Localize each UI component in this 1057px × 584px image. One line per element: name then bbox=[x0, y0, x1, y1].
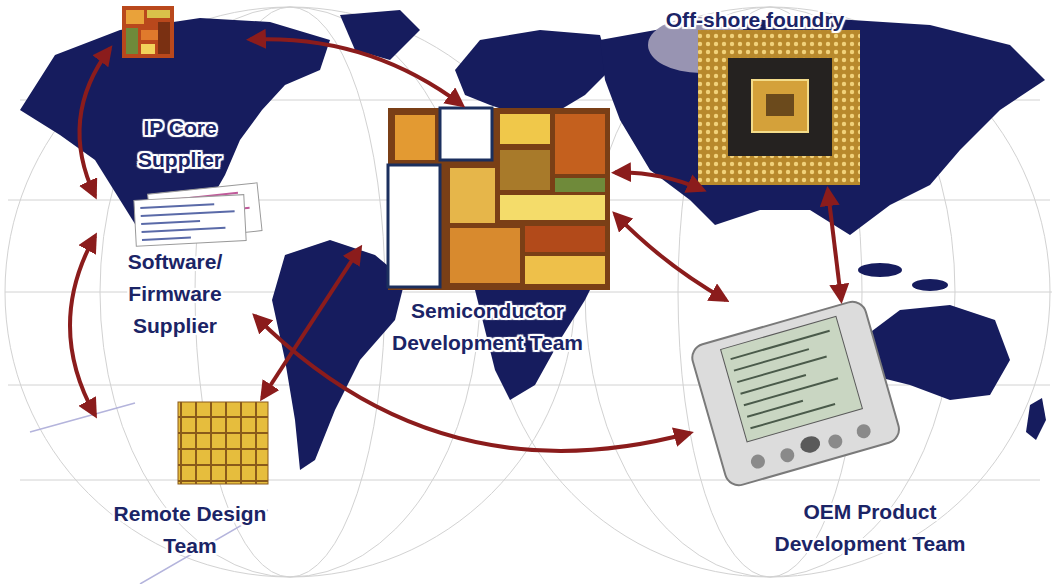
package-cavity bbox=[728, 58, 832, 156]
flow-arrow bbox=[615, 214, 726, 300]
node-label: Remote Design Team bbox=[100, 498, 280, 562]
chip-block bbox=[500, 114, 550, 144]
ip-block-outline bbox=[440, 108, 492, 160]
package-die bbox=[752, 80, 808, 132]
screen-lines bbox=[731, 331, 850, 429]
chip-block bbox=[555, 178, 605, 192]
island bbox=[858, 263, 902, 277]
chip-block bbox=[525, 226, 605, 252]
chip-block bbox=[141, 44, 155, 54]
pda-body bbox=[689, 299, 902, 489]
node-label: Off-shore foundry bbox=[630, 4, 880, 36]
illustration-part bbox=[134, 195, 246, 247]
island bbox=[912, 279, 948, 291]
chip-block bbox=[126, 10, 144, 24]
flow-arrow bbox=[615, 173, 703, 190]
pda-button bbox=[798, 434, 822, 455]
chip-block bbox=[525, 256, 605, 284]
decor-line bbox=[30, 403, 268, 584]
ip-block-outline bbox=[388, 165, 440, 287]
node-label: Semiconductor Development Team bbox=[380, 295, 595, 359]
pda-button bbox=[779, 447, 796, 464]
node-label: OEM Product Development Team bbox=[763, 496, 978, 560]
asia bbox=[600, 18, 1045, 235]
team-node: Semiconductor Development Team bbox=[360, 105, 615, 365]
pin-grid bbox=[698, 30, 860, 185]
flow-arrow bbox=[79, 49, 110, 197]
node-label: Software/ Firmware Supplier bbox=[111, 246, 239, 342]
pda-button bbox=[827, 433, 844, 450]
chip-block bbox=[450, 228, 520, 283]
flow-arrow bbox=[262, 248, 360, 398]
pda-button bbox=[749, 453, 766, 470]
code-lines bbox=[140, 203, 236, 240]
graticule bbox=[5, 7, 1052, 577]
team-node: Off-shore foundry bbox=[625, 4, 885, 190]
ip-core-chip bbox=[122, 6, 174, 58]
greenland bbox=[340, 10, 420, 60]
flow-arrow bbox=[70, 236, 95, 415]
flow-arrow bbox=[250, 39, 462, 105]
chip-block bbox=[158, 22, 170, 54]
node-label: IP Core Supplier bbox=[121, 112, 239, 176]
foundry-package bbox=[648, 17, 860, 185]
chip-block bbox=[395, 115, 435, 160]
chip-die bbox=[122, 6, 174, 58]
chip-block bbox=[500, 150, 550, 190]
semiconductor-chip bbox=[388, 108, 610, 290]
team-node: OEM Product Development Team bbox=[690, 300, 1050, 566]
chip-die bbox=[388, 108, 610, 290]
chip-block bbox=[147, 10, 170, 18]
flow-arrow bbox=[828, 190, 841, 300]
team-node: IP Core Supplier bbox=[110, 4, 250, 182]
page bbox=[134, 195, 246, 247]
chip-block bbox=[555, 114, 605, 174]
team-node: Software/ Firmware Supplier bbox=[95, 188, 255, 348]
chip-block bbox=[126, 28, 138, 54]
software-pages bbox=[134, 183, 262, 247]
chip-block bbox=[500, 195, 605, 220]
new-zealand bbox=[1026, 398, 1046, 440]
pda-device bbox=[689, 299, 902, 489]
europe bbox=[455, 30, 610, 115]
team-node: Remote Design Team bbox=[95, 398, 285, 568]
pda-button bbox=[855, 423, 872, 440]
die-core bbox=[766, 94, 794, 116]
remote-design-chip bbox=[178, 402, 268, 484]
chip-block bbox=[450, 168, 495, 223]
pda-screen bbox=[721, 316, 863, 441]
